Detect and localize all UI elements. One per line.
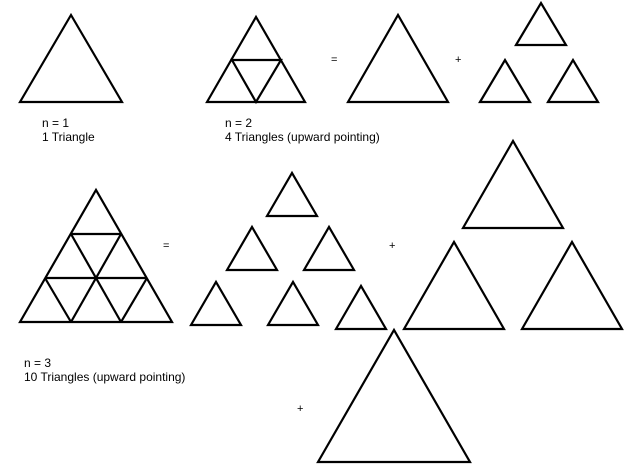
grid-n2 (205, 14, 307, 105)
caption-n1-count: 1 Triangle (42, 130, 95, 144)
caption-n1-n: n = 1 (42, 116, 70, 130)
grid-n3 (18, 187, 174, 324)
triangle-n3-large (316, 327, 472, 464)
caption-n2-count: 4 Triangles (upward pointing) (225, 130, 380, 144)
triangle-n2-large (346, 12, 450, 104)
caption-n1: n = 1 1 Triangle (42, 116, 95, 144)
caption-n3-n: n = 3 (24, 356, 52, 370)
triangles-n2-small (478, 0, 600, 104)
equals-sign-n2: = (331, 54, 338, 66)
equals-sign-n3: = (163, 240, 170, 252)
triangle-n1 (18, 12, 124, 104)
caption-n3: n = 3 10 Triangles (upward pointing) (24, 356, 185, 384)
plus-sign-n3-b: + (297, 403, 304, 415)
triangles-n3-medium (402, 138, 624, 331)
caption-n2: n = 2 4 Triangles (upward pointing) (225, 116, 380, 144)
plus-sign-n2: + (455, 54, 462, 66)
triangles-n3-small (189, 170, 388, 331)
caption-n3-count: 10 Triangles (upward pointing) (24, 370, 186, 384)
caption-n2-n: n = 2 (225, 116, 253, 130)
plus-sign-n3-a: + (389, 240, 396, 252)
